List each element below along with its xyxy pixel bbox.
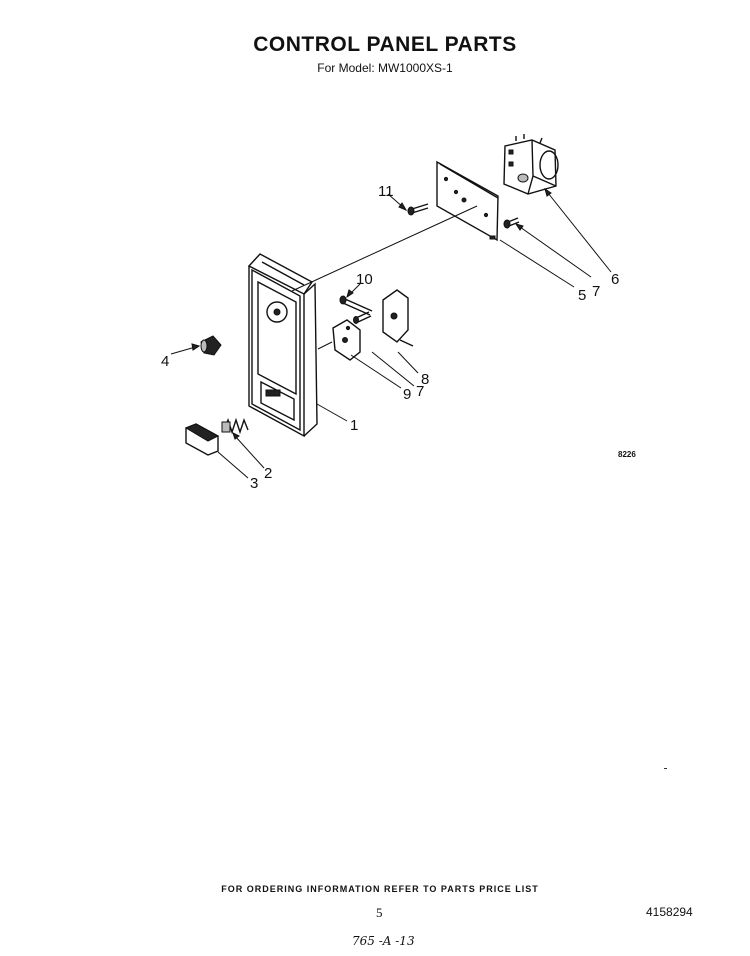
screw-7-lower-part: [353, 311, 372, 324]
callout-4: 4: [161, 353, 169, 370]
callout-7-lower: 7: [416, 383, 424, 400]
handwritten-mark: 765 -A -13: [352, 934, 415, 948]
page-title: CONTROL PANEL PARTS: [253, 33, 517, 56]
ordering-note: FOR ORDERING INFORMATION REFER TO PARTS …: [221, 884, 539, 894]
callout-3: 3: [250, 475, 258, 492]
timer-switch-part: [503, 134, 559, 195]
page-number: 5: [376, 905, 383, 920]
callout-6: 6: [611, 271, 619, 288]
callout-9: 9: [403, 386, 411, 403]
callout-1: 1: [350, 417, 358, 434]
bracket-9-part: [332, 319, 361, 361]
spring-part: [221, 417, 249, 435]
callout-8: 8: [421, 371, 429, 388]
push-button-part: [184, 423, 220, 456]
model-subtitle: For Model: MW1000XS-1: [317, 61, 453, 75]
callout-2: 2: [264, 465, 272, 482]
control-panel-frame-part: [247, 253, 318, 438]
leader-lines: [170, 187, 612, 479]
screw-11-part: [407, 203, 429, 216]
callout-11: 11: [378, 183, 394, 200]
callout-10: 10: [356, 271, 373, 288]
illustration-code: 8226: [618, 450, 636, 459]
bracket-8-part: [382, 289, 414, 347]
mounting-plate-part: [436, 160, 499, 242]
margin-tick: [664, 768, 667, 769]
callout-5: 5: [578, 287, 586, 304]
callout-7-upper: 7: [592, 283, 600, 300]
screw-7-upper-part: [503, 217, 520, 229]
knob-part: [200, 335, 222, 356]
document-number: 4158294: [646, 905, 693, 919]
